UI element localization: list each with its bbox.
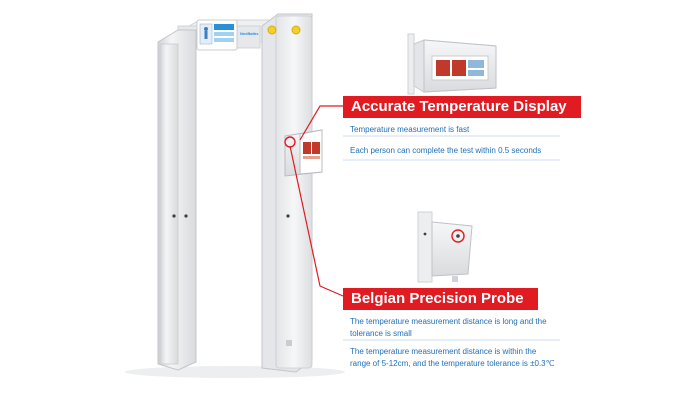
feature-display-line-2: Each person can complete the test within… [350, 146, 542, 155]
feature-probe-line-1: The temperature measurement distance is … [350, 317, 547, 338]
left-pillar [157, 29, 197, 371]
connector-line-display [299, 105, 343, 141]
right-pillar [261, 13, 313, 373]
connector-line-probe [289, 145, 344, 297]
detail-display-image [407, 33, 497, 95]
side-thermometer-box [284, 129, 323, 177]
top-display-panel [196, 19, 238, 51]
detail-probe-image [417, 211, 473, 283]
feature-display-line-1: Temperature measurement is fast [350, 125, 470, 134]
feature-title-probe: Belgian Precision Probe [343, 288, 538, 310]
feature-title-display: Accurate Temperature Display [343, 96, 581, 118]
feature-probe-line-2: The temperature measurement distance is … [350, 347, 555, 368]
floor-shadow [125, 366, 345, 378]
brand-mark-text: NexBaths [240, 31, 259, 36]
